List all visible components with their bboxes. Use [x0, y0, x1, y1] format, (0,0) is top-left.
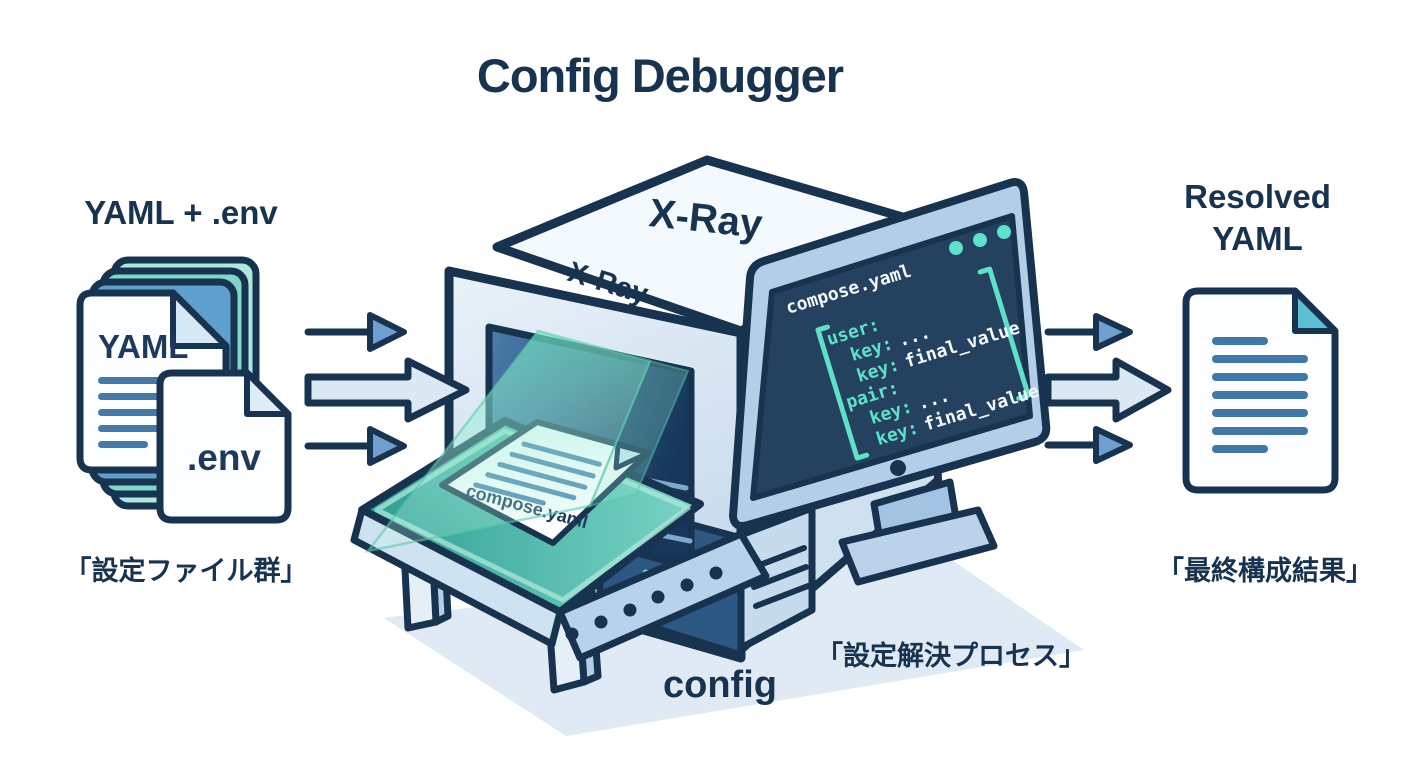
yaml-document-fold	[170, 290, 229, 349]
arrow-small	[304, 426, 407, 466]
arrow-small	[1044, 426, 1133, 464]
output-document	[1182, 287, 1339, 494]
arrow-large	[304, 357, 470, 423]
scan-beam	[364, 329, 690, 553]
belt-document-fold	[613, 442, 651, 471]
env-document: .env	[156, 369, 292, 524]
arrow-small	[304, 312, 407, 352]
output-heading: Resolved YAML	[1150, 176, 1365, 260]
screen-bracket-left	[815, 324, 870, 461]
output-heading-line2: YAML	[1212, 220, 1303, 257]
monitor-bezel-dot	[890, 460, 906, 476]
monitor-stand-base	[838, 506, 998, 586]
belt-roller-dots	[565, 566, 723, 641]
output-caption: 「最終構成結果」	[1157, 556, 1373, 586]
input-heading: YAML + .env	[84, 194, 278, 231]
yaml-document: YAML	[76, 289, 230, 474]
output-document-lines	[1212, 337, 1308, 453]
input-arrows	[304, 312, 470, 466]
arrow-large	[1044, 357, 1172, 423]
machine-name-label: config	[663, 664, 777, 706]
arrow-small	[1044, 313, 1133, 351]
input-doc-stack: YAML .env	[76, 256, 292, 524]
env-document-label: .env	[187, 437, 261, 478]
output-heading-line1: Resolved	[1184, 178, 1331, 215]
screen-status-dots	[949, 225, 1011, 255]
process-caption: 「設定解決プロセス」	[816, 641, 1086, 671]
input-caption: 「設定ファイル群」	[64, 556, 308, 586]
output-arrows	[1044, 313, 1172, 464]
yaml-document-label: YAML	[98, 328, 188, 365]
output-document-fold	[1292, 288, 1338, 334]
page-title: Config Debugger	[476, 49, 844, 102]
screen-bracket-right	[977, 266, 1031, 401]
monitor: compose.yaml user: key: ... key: final_v…	[729, 178, 1051, 586]
env-document-fold	[244, 370, 291, 417]
monitor-screen	[750, 213, 1033, 501]
